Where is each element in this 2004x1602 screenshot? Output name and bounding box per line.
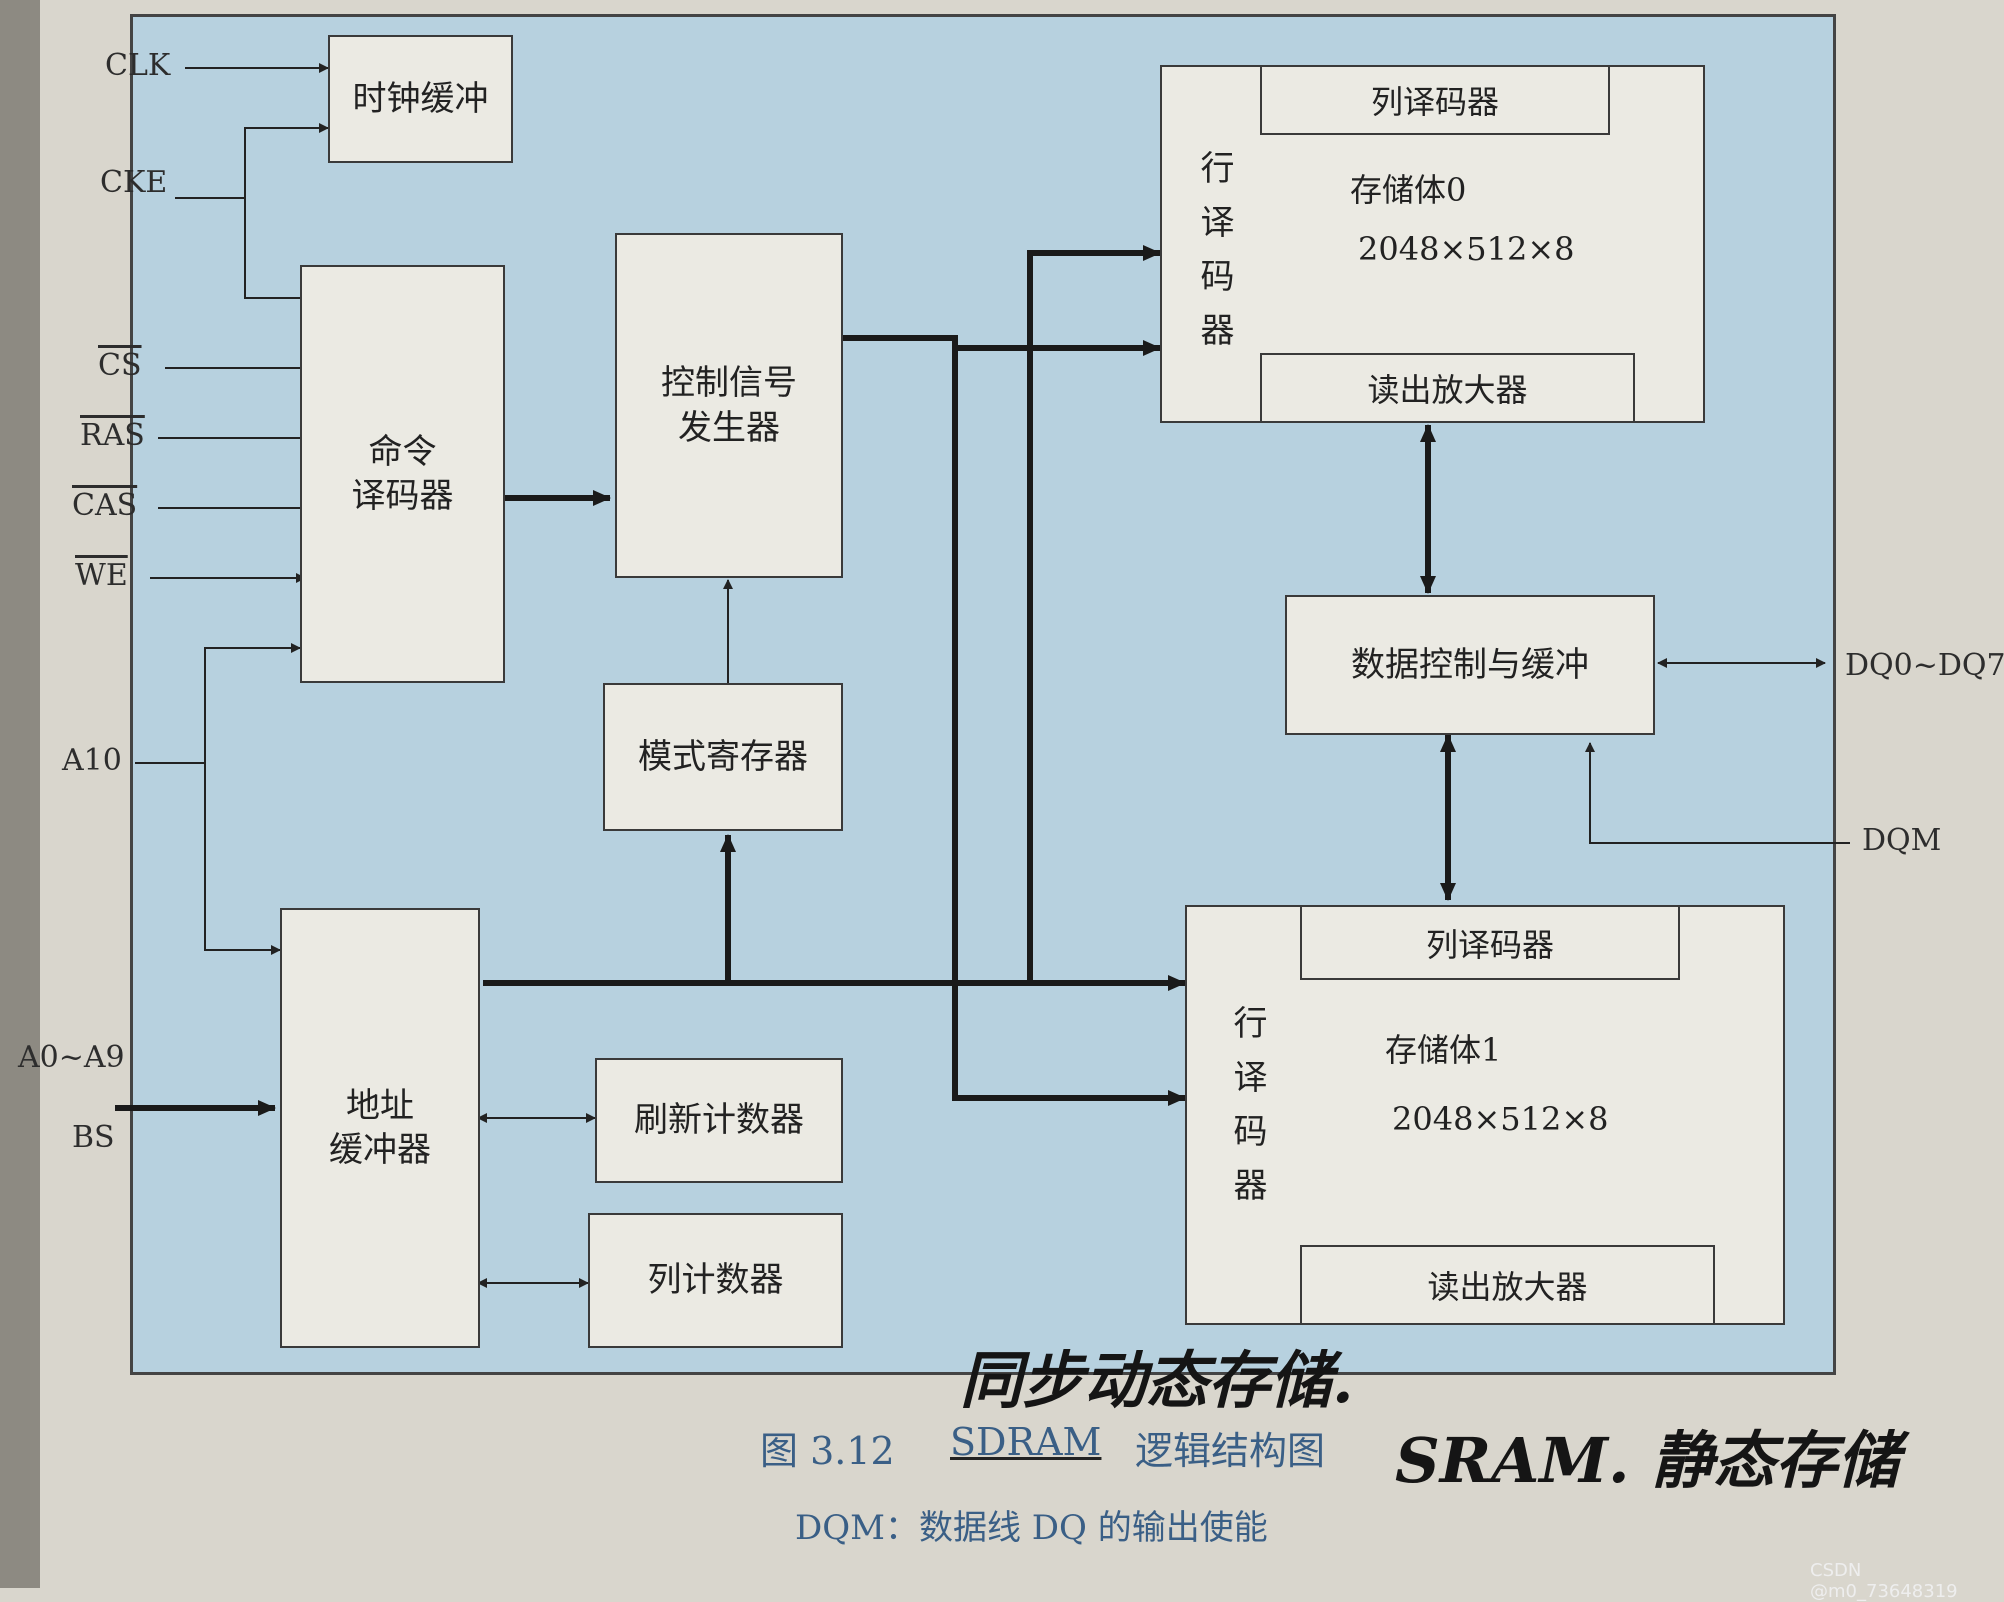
clock-buffer-block: 时钟缓冲 (328, 35, 513, 163)
clk-label: CLK (105, 48, 171, 83)
we-label: WE (75, 558, 128, 593)
data-control-buffer-block: 数据控制与缓冲 (1285, 595, 1655, 735)
figure-note: DQM：数据线 DQ 的输出使能 (795, 1508, 1268, 1548)
bank1-size: 2048×512×8 (1392, 1100, 1609, 1138)
cas-label: CAS (72, 488, 138, 523)
cs-label: CS (98, 348, 142, 383)
refresh-counter-block: 刷新计数器 (595, 1058, 843, 1183)
a0-a9-label: A0~A9 (18, 1040, 125, 1075)
bank0-name: 存储体0 (1350, 171, 1467, 209)
bank0-size: 2048×512×8 (1358, 230, 1575, 268)
figure-title-term: SDRAM (950, 1420, 1102, 1464)
figure-number: 图 3.12 (760, 1429, 895, 1473)
bank1-row-decoder: 行译码器 (1227, 1005, 1267, 1221)
handwritten-note-1: 同步动态存储. (960, 1344, 1354, 1417)
ras-label: RAS (80, 418, 145, 453)
address-buffer-block: 地址 缓冲器 (280, 908, 480, 1348)
watermark: CSDN @m0_73648319 (1810, 1560, 1958, 1602)
bank0-row-decoder: 行译码器 (1194, 150, 1234, 366)
bank0-column-decoder: 列译码器 (1260, 65, 1610, 135)
column-counter-block: 列计数器 (588, 1213, 843, 1348)
dqm-label: DQM (1862, 823, 1942, 858)
bank1-column-decoder: 列译码器 (1300, 905, 1680, 980)
bank0-sense-amplifier: 读出放大器 (1260, 353, 1635, 423)
figure-title: 逻辑结构图 (1135, 1429, 1326, 1473)
book-binding-edge (0, 0, 40, 1588)
cke-label: CKE (100, 165, 168, 200)
a10-label: A10 (62, 743, 122, 778)
mode-register-block: 模式寄存器 (603, 683, 843, 831)
bank1-name: 存储体1 (1385, 1031, 1502, 1069)
bs-label: BS (72, 1120, 115, 1155)
handwritten-note-2: SRAM. 静态存储 (1395, 1424, 1900, 1497)
bank1-sense-amplifier: 读出放大器 (1300, 1245, 1715, 1325)
control-signal-generator-block: 控制信号 发生器 (615, 233, 843, 578)
command-decoder-block: 命令 译码器 (300, 265, 505, 683)
dq-label: DQ0~DQ7 (1845, 648, 2004, 683)
